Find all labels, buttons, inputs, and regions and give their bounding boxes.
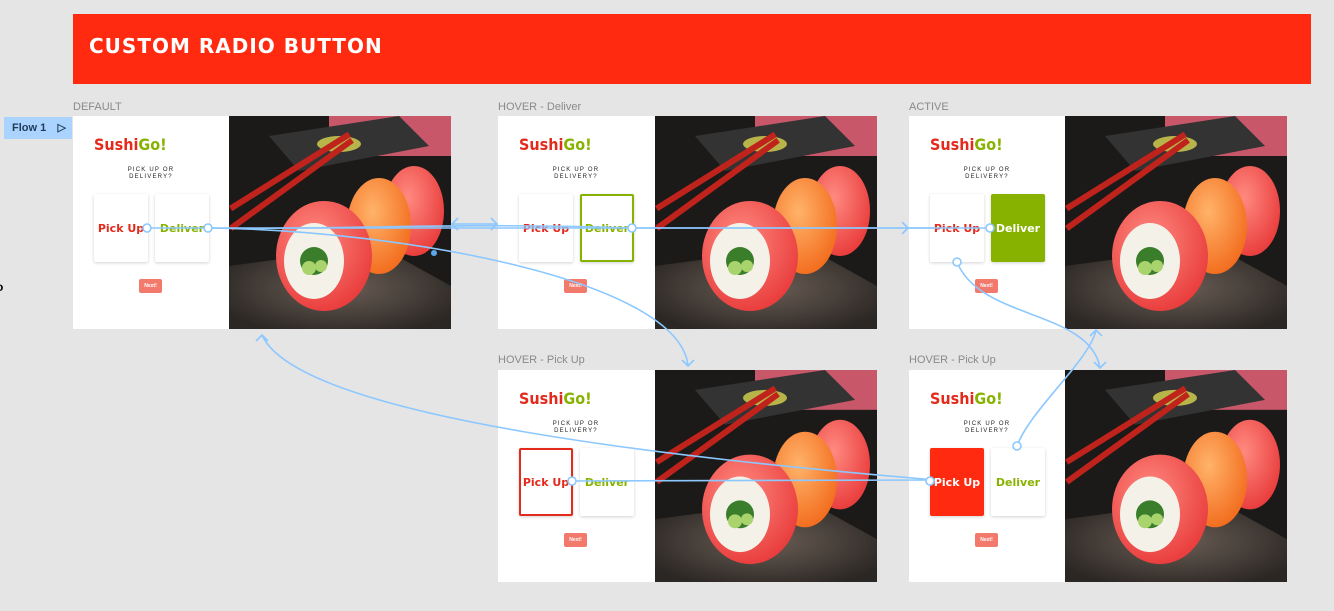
next-button[interactable]: Next! <box>139 279 162 293</box>
frame-label-hover-pick-up-selected: HOVER - Pick Up <box>909 354 996 366</box>
logo-sushi: Sushi <box>519 135 564 154</box>
pick-up-option[interactable]: Pick Up <box>94 194 148 262</box>
title-banner: CUSTOM RADIO BUTTON <box>73 14 1311 84</box>
flow-start-tag[interactable]: Flow 1 ▷ <box>4 117 72 139</box>
next-button[interactable]: Next! <box>564 279 587 293</box>
next-button[interactable]: Next! <box>564 533 587 547</box>
question-line-2: DELIVERY? <box>965 428 1009 434</box>
frame-label-hover-deliver: HOVER - Deliver <box>498 101 582 113</box>
question-line-2: DELIVERY? <box>554 428 598 434</box>
question-line-2: DELIVERY? <box>965 174 1009 180</box>
play-icon[interactable]: ▷ <box>57 122 66 134</box>
sushigo-logo: SushiGo! <box>94 135 167 154</box>
pick-up-option-active[interactable]: Pick Up <box>930 448 984 516</box>
sushigo-logo: SushiGo! <box>930 389 1003 408</box>
question-line-1: PICK UP OR <box>963 421 1011 427</box>
question-line-1: PICK UP OR <box>963 167 1011 173</box>
deliver-option-active[interactable]: Deliver <box>991 194 1045 262</box>
logo-go: Go! <box>563 135 592 154</box>
question-line-1: PICK UP OR <box>552 421 600 427</box>
logo-sushi: Sushi <box>930 389 975 408</box>
truncated-edge-glyph: o <box>0 280 3 294</box>
logo-go: Go! <box>974 389 1003 408</box>
question-line-2: DELIVERY? <box>554 174 598 180</box>
frame-label-default: DEFAULT <box>73 101 122 113</box>
next-button[interactable]: Next! <box>975 533 998 547</box>
logo-go: Go! <box>563 389 592 408</box>
logo-sushi: Sushi <box>94 135 139 154</box>
frame-label-active: ACTIVE <box>909 101 949 113</box>
logo-go: Go! <box>974 135 1003 154</box>
page-title: CUSTOM RADIO BUTTON <box>89 34 383 58</box>
sushigo-logo: SushiGo! <box>519 389 592 408</box>
question-line-2: DELIVERY? <box>129 174 173 180</box>
logo-sushi: Sushi <box>930 135 975 154</box>
deliver-option[interactable]: Deliver <box>991 448 1045 516</box>
sushigo-logo: SushiGo! <box>930 135 1003 154</box>
logo-sushi: Sushi <box>519 389 564 408</box>
sushigo-logo: SushiGo! <box>519 135 592 154</box>
frame-label-hover-pick-up: HOVER - Pick Up <box>498 354 585 366</box>
question-line-1: PICK UP OR <box>552 167 600 173</box>
logo-go: Go! <box>138 135 167 154</box>
deliver-option[interactable]: Deliver <box>580 448 634 516</box>
flow-start-label: Flow 1 <box>12 122 47 134</box>
question-line-1: PICK UP OR <box>127 167 175 173</box>
